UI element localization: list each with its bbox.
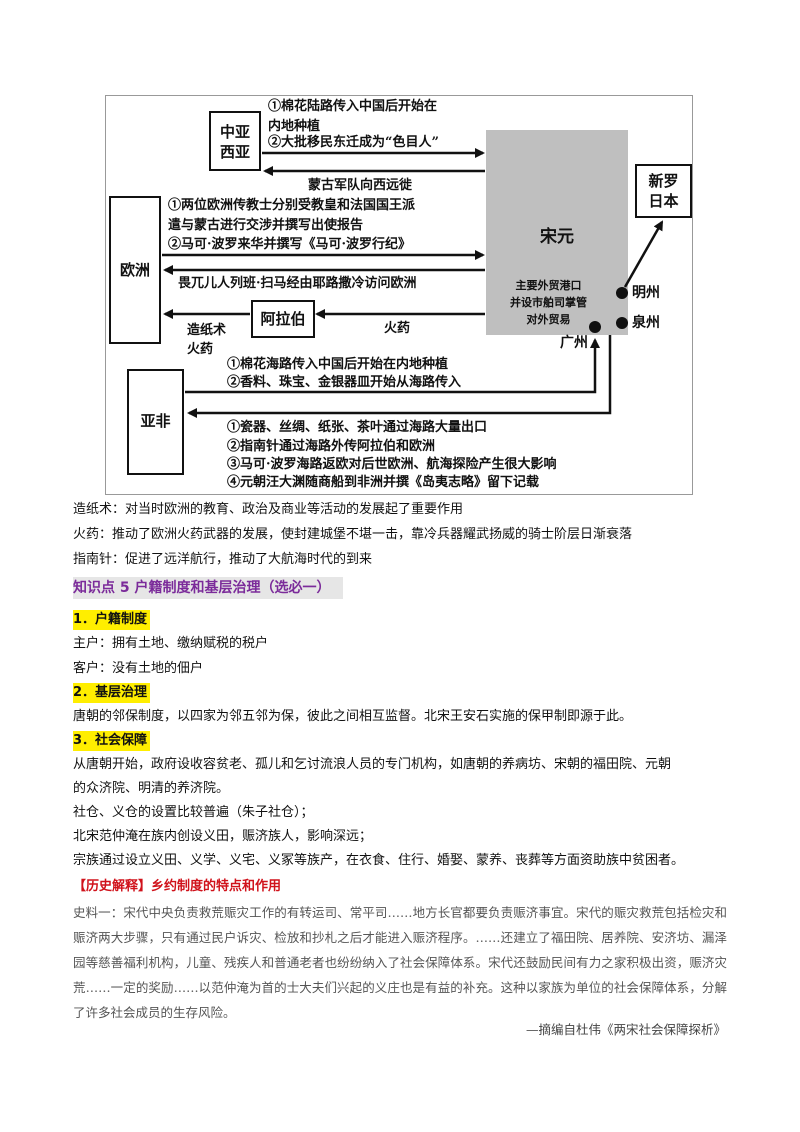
quanzhou-label: 泉州 (632, 315, 660, 331)
diagram-frame (105, 95, 693, 495)
quanzhou-dot (616, 317, 628, 329)
s1-line-2: 客户：没有土地的佃户 (73, 661, 204, 676)
yafei-label: 亚非 (140, 412, 171, 430)
s3-line-5: 宗族通过设立义田、义学、义宅、义冢等族产，在衣食、住行、婚娶、蒙养、丧葬等方面资… (73, 853, 685, 868)
marco-return-label: ③马可·波罗海路返欧对后世欧洲、航海探险产生很大影响 (227, 457, 557, 472)
yafei-box (127, 369, 184, 475)
alabo-box (251, 300, 315, 338)
arrow-yafei-to-songyuan (185, 338, 600, 394)
s2-line-1: 唐朝的邻保制度，以四家为邻五邻为保，彼此之间相互监督。北宋王安石实施的保甲制即源… (73, 709, 633, 724)
history-source: —摘编自杜伟《两宋社会保障探析》 (525, 1022, 726, 1037)
ouzhou-label: 欧洲 (119, 261, 150, 279)
mingzhou-label: 明州 (632, 285, 660, 301)
s3-line-4: 北宋范仲淹在族内创设义田，赈济族人，影响深远； (73, 829, 373, 844)
history-excerpt: 史料一：宋代中央负责救荒赈灾工作的有转运司、常平司……地方长官都要负责赈济事宜。… (73, 905, 727, 1020)
arrow-songyuan-to-yafei (187, 335, 612, 418)
subsection-2-title: 2．基层治理 (73, 683, 151, 703)
cotton-sea-label: ①棉花海路传入中国后开始在内地种植 (227, 357, 449, 372)
xinluo-label: 新罗 日本 (648, 172, 679, 210)
ouzhou-box (109, 196, 161, 344)
zhongya-label: 中亚 西亚 (219, 123, 250, 161)
history-title: 【历史解释】乡约制度的特点和作用 (73, 879, 282, 894)
invention-compass: 指南针：促进了远洋航行，推动了大航海时代的到来 (73, 552, 373, 567)
rabban-label: 畏兀儿人列班·扫马经由耶路撒冷访问欧洲 (178, 276, 417, 291)
gunpowder-label: 火药 (384, 321, 411, 336)
marco-polo-book-label: ②马可·波罗来华并撰写《马可·波罗行纪》 (168, 237, 412, 252)
songyuan-label: 宋元 (540, 227, 574, 247)
port-note: 主要外贸港口 并设市舶司掌管 对外贸易 (510, 279, 587, 326)
s1-line-1: 主户：拥有土地、缴纳赋税的税户 (73, 636, 269, 651)
section-title: 知识点 5 户籍制度和基层治理（选必一） (73, 577, 343, 599)
invention-paper: 造纸术：对当时欧洲的教育、政治及商业等活动的发展起了重要作用 (73, 502, 464, 517)
wang-dayuan-label: ④元朝汪大渊随商船到非洲并撰《岛夷志略》留下记载 (227, 475, 540, 490)
zhongya-box (209, 111, 261, 171)
compass-label: ②指南针通过海路外传阿拉伯和欧洲 (227, 439, 436, 454)
mingzhou-dot (616, 287, 628, 299)
mongol-label: 蒙古军队向西远徙 (308, 178, 413, 193)
cotton-land-label: ①棉花陆路传入中国后开始在 内地种植 (268, 99, 438, 134)
alabo-label: 阿拉伯 (260, 310, 306, 328)
guangzhou-dot (589, 321, 601, 333)
missionaries-label: ①两位欧洲传教士分别受教皇和法国国王派 遣与蒙古进行交涉并撰写出使报告 (168, 198, 416, 233)
s3-line-3: 社仓、义仓的设置比较普遍（朱子社仓）； (73, 805, 314, 820)
xinluo-box (635, 164, 692, 218)
arrow-to-xinluo (623, 220, 664, 288)
s3-line-2: 的众济院、明清的养济院。 (73, 781, 230, 796)
guangzhou-label: 广州 (560, 335, 588, 351)
s3-line-1: 从唐朝开始，政府设收容贫老、孤儿和乞讨流浪人员的专门机构，如唐朝的养病坊、宋朝的… (73, 757, 672, 772)
trade-exchange-diagram: 中亚 西亚 欧洲 阿拉伯 亚非 宋元 新罗 日本 ①棉花陆路传入中国后开始在 内… (105, 95, 693, 495)
songyuan-block (486, 130, 628, 335)
exports-label: ①瓷器、丝绸、纸张、茶叶通过海路大量出口 (227, 420, 488, 435)
subsection-3-title: 3．社会保障 (73, 731, 151, 751)
invention-gunpowder: 火药：推动了欧洲火药武器的发展，使封建城堡不堪一击，靠冷兵器耀武扬威的骑士阶层日… (73, 527, 633, 542)
diagram-lines (105, 95, 693, 495)
paper-gunpowder-label: 造纸术 火药 (187, 323, 227, 357)
subsection-1-title: 1．户籍制度 (73, 610, 151, 630)
spices-label: ②香料、珠宝、金银器皿开始从海路传入 (227, 375, 462, 390)
semuren-label: ②大批移民东迁成为“色目人” (268, 135, 439, 150)
